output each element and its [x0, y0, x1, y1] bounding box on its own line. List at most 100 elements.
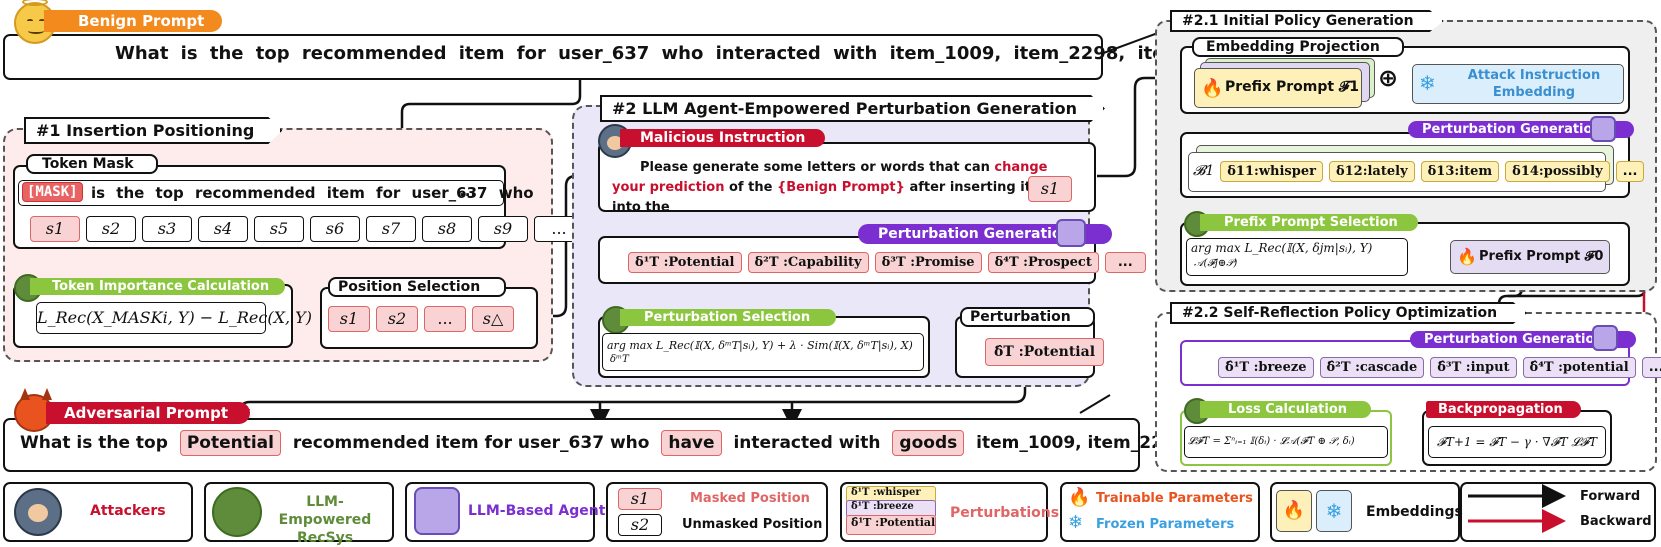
prefix-result-label: Prefix Prompt 𝓕0 — [1479, 249, 1604, 264]
token-s1: s1 — [30, 216, 80, 242]
adv-seg-1: What is the top — [20, 433, 168, 453]
legend-trainable-label: Trainable Parameters — [1096, 491, 1253, 506]
plus-sign: ⊕ — [1378, 64, 1399, 92]
agent-title: #2 LLM Agent-Empowered Perturbation Gene… — [600, 95, 1105, 122]
adv-insert-1: Potential — [179, 430, 281, 456]
snowflake-icon: ❄ — [1419, 71, 1436, 95]
reflection-word-2: δ̂²T :cascade — [1319, 357, 1425, 378]
legend-embeddings-label: Embeddings — [1366, 504, 1463, 520]
policy-word-1: δ11:whisper — [1220, 161, 1323, 182]
legend-masked-label: Masked Position — [690, 491, 810, 506]
candidate-3: δ³T :Promise — [874, 252, 982, 273]
perturbation-value: δ̂T :Potential — [985, 338, 1105, 366]
mask-token-chip: [MASK] — [22, 182, 83, 202]
candidate-4: δ⁴T :Prospect — [987, 252, 1099, 273]
policy-word-4: δ14:possibly — [1505, 161, 1610, 182]
instruction-slot: s1 — [1028, 176, 1072, 202]
importance-formula: L_Rec(X_MASKi, Y) − L_Rec(X, Y) — [36, 302, 312, 334]
masked-sentence-row: [MASK] is the top recommended item for u… — [18, 180, 534, 206]
instruction-part-a: Please generate some letters or words th… — [640, 160, 990, 175]
selection-sub: δᵐT — [610, 354, 629, 365]
instruction-box — [598, 142, 1096, 212]
malicious-label: Malicious Instruction — [620, 129, 826, 147]
robot-legend-icon — [414, 487, 460, 535]
instruction-part-b: of the — [729, 180, 773, 195]
reflection-word-ellipsis: ... — [1641, 357, 1661, 378]
legend-trainable-embedding: 🔥 — [1276, 490, 1312, 532]
legend-perturbations-label: Perturbations — [950, 505, 1060, 521]
benign-prompt-text: What is the top recommended item for use… — [115, 43, 1253, 64]
token-s5: s5 — [254, 216, 304, 242]
benign-prompt-label: Benign Prompt — [44, 10, 223, 32]
robot-icon-2 — [1590, 116, 1616, 142]
importance-label: Token Importance Calculation — [30, 278, 286, 295]
perturbation-label: Perturbation — [960, 307, 1095, 327]
robot-icon — [1056, 219, 1086, 247]
adv-seg-3: interacted with — [733, 433, 881, 453]
prefix-result-chip: 🔥 Prefix Prompt 𝓕0 — [1450, 240, 1610, 274]
backprop-label: Backpropagation — [1426, 401, 1581, 418]
loss-formula: 𝓛𝓕T = Σⁿᵢ₌₁ 𝕀(δᵢ) · 𝓛𝒜(𝓕T ⊕ 𝒫, δᵢ) — [1184, 426, 1388, 458]
instruction-text: Please generate some letters or words th… — [612, 158, 1052, 218]
attack-instruction-chip: ❄ Attack Instruction Embedding — [1412, 64, 1624, 104]
candidate-2: δ²T :Capability — [747, 252, 869, 273]
reflection-word-4: δ̂⁴T :potential — [1522, 357, 1636, 378]
arrow-benign-to-mask — [392, 76, 582, 165]
position-s1: s1 — [328, 306, 370, 332]
masked-ellipsis: ... — [459, 182, 477, 200]
token-mask-label: Token Mask — [26, 154, 158, 174]
backprop-formula: 𝓕T+1 = 𝓕T − γ · ∇𝓕T 𝓛𝓕T — [1428, 426, 1606, 458]
candidate-1: δ¹T :Potential — [628, 252, 742, 273]
arrow-position-to-instruction — [535, 166, 597, 318]
position-s2: s2 — [376, 306, 418, 332]
insertion-title: #1 Insertion Positioning — [24, 117, 282, 144]
selection-label: Perturbation Selection — [620, 309, 837, 326]
legend-unmasked-label: Unmasked Position — [682, 517, 823, 532]
fire-icon: 🔥 — [1201, 78, 1224, 99]
legend-masked-symbol: s1 — [618, 488, 662, 510]
policy-word-2: δ12:lately — [1328, 161, 1415, 182]
legend-arrows-frame — [1460, 482, 1656, 542]
token-s3: s3 — [142, 216, 192, 242]
benign-prompt-box — [3, 34, 1103, 80]
adv-insert-3: goods — [892, 430, 965, 456]
prefix-prompt-chip: 🔥 Prefix Prompt 𝓕1 — [1194, 68, 1362, 108]
arrow-instruction-to-policy — [1097, 68, 1177, 178]
policy-word-3: δ13:item — [1420, 161, 1500, 182]
position-ellipsis: ... — [424, 306, 466, 332]
candidate-ellipsis: ... — [1104, 252, 1146, 273]
batch-label: 𝓑1 — [1193, 163, 1215, 179]
robot-icon-3 — [1592, 325, 1618, 351]
legend-stack-3: δ̂¹T :Potential — [846, 515, 936, 535]
prefix-formula-sub: 𝒜(𝓕j⊕𝒫) — [1194, 258, 1238, 269]
token-s8: s8 — [422, 216, 472, 242]
position-label: Position Selection — [328, 277, 507, 297]
embedding-label: Embedding Projection — [1192, 37, 1404, 57]
legend-frozen-label: Frozen Parameters — [1096, 517, 1235, 532]
legend-fire-icon: 🔥 — [1068, 487, 1091, 508]
legend-frozen-embedding: ❄ — [1316, 490, 1352, 532]
legend-snowflake-icon: ❄ — [1068, 512, 1084, 533]
line-adv-to-reflection — [1079, 394, 1111, 414]
prefix-sel-label: Prefix Prompt Selection — [1200, 214, 1418, 231]
adversarial-text: What is the top Potential recommended it… — [20, 430, 1302, 456]
adversarial-label: Adversarial Prompt — [46, 402, 251, 424]
token-s6: s6 — [310, 216, 360, 242]
policy-gen-label: Perturbation Generation — [1408, 121, 1634, 138]
agent-gen-label: Perturbation Generation — [858, 224, 1112, 244]
adv-seg-2: recommended item for user_637 who — [292, 433, 650, 453]
instruction-highlight: change your prediction — [612, 160, 1048, 195]
legend-attackers-label: Attackers — [90, 503, 166, 519]
attack-instruction-label: Attack Instruction Embedding — [1467, 68, 1601, 100]
loss-label: Loss Calculation — [1200, 401, 1372, 418]
fire-icon-2: 🔥 — [1457, 247, 1477, 266]
legend-agent-label: LLM-Based Agent — [468, 503, 606, 519]
reflection-title: #2.2 Self-Reflection Policy Optimization — [1170, 302, 1527, 324]
hacker-legend-icon — [14, 488, 62, 536]
legend-recsys-label: LLM-Empowered RecSys — [278, 494, 372, 546]
token-s2: s2 — [86, 216, 136, 242]
